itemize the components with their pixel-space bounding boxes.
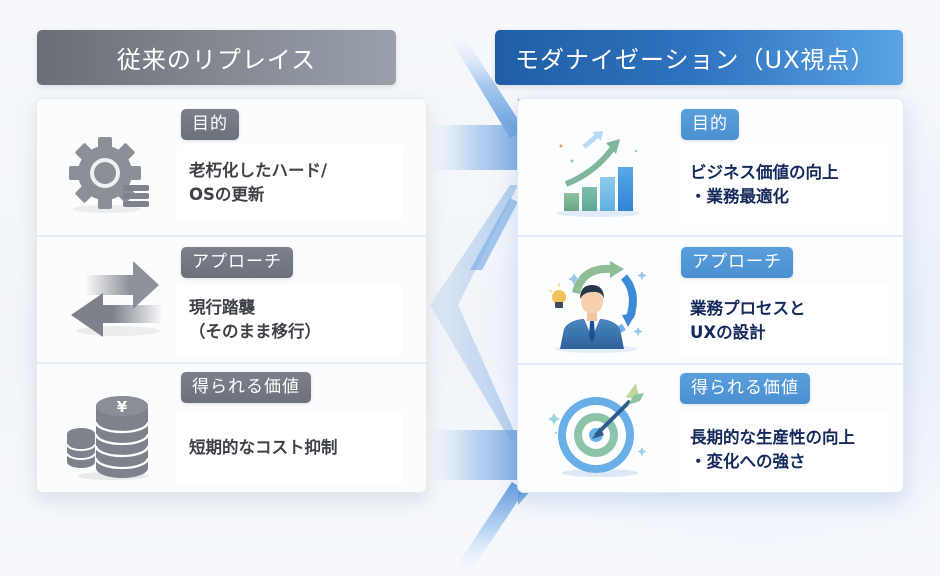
person-cycle-icon <box>548 261 647 353</box>
legacy-approach-badge: アプローチ <box>181 247 293 278</box>
modern-approach-badge: アプローチ <box>681 247 793 278</box>
modern-purpose-row: 目的 ビジネス価値の向上 ・業務最適化 <box>518 99 903 235</box>
legacy-replace-title: 従来のリプレイス <box>116 46 317 74</box>
legacy-purpose-badge: 目的 <box>181 109 239 140</box>
legacy-replace-header: 従来のリプレイス <box>37 30 396 85</box>
modern-value-row: 得られる価値 長期的な生産性の向上 ・変化への強さ <box>518 363 903 494</box>
legacy-purpose-text: 老朽化したハード/ OSの更新 <box>177 145 402 221</box>
legacy-value-text: 短期的なコスト抑制 <box>177 412 402 484</box>
yen-coins-icon: ¥ <box>66 396 150 480</box>
modern-value-badge: 得られる価値 <box>680 373 810 404</box>
modernization-card: 目的 ビジネス価値の向上 ・業務最適化 <box>517 98 904 493</box>
legacy-replace-card: 目的 老朽化したハード/ OSの更新 アプローチ 現行踏 <box>36 98 427 493</box>
modernization-header: モダナイゼーション（UX視点） <box>495 30 903 85</box>
modern-purpose-badge: 目的 <box>681 109 739 140</box>
target-arrow-icon <box>548 383 647 477</box>
modern-value-text: 長期的な生産性の向上 ・変化への強さ <box>678 411 890 489</box>
legacy-approach-text: 現行踏襲 （そのまま移行） <box>177 285 402 355</box>
growth-chart-icon <box>556 131 640 217</box>
modern-approach-row: アプローチ 業務プロセスと UXの設計 <box>518 235 903 363</box>
swap-arrows-icon <box>71 261 163 337</box>
modernization-title: モダナイゼーション（UX視点） <box>515 46 876 74</box>
legacy-value-row: ¥ 得られる価値 短期的なコスト抑制 <box>37 362 426 494</box>
modern-purpose-text: ビジネス価値の向上 ・業務最適化 <box>678 145 890 225</box>
gear-database-icon <box>69 137 149 213</box>
legacy-purpose-row: 目的 老朽化したハード/ OSの更新 <box>37 99 426 235</box>
svg-text:¥: ¥ <box>117 398 128 416</box>
modern-approach-text: 業務プロセスと UXの設計 <box>678 284 890 357</box>
legacy-value-badge: 得られる価値 <box>181 372 311 403</box>
legacy-approach-row: アプローチ 現行踏襲 （そのまま移行） <box>37 235 426 362</box>
